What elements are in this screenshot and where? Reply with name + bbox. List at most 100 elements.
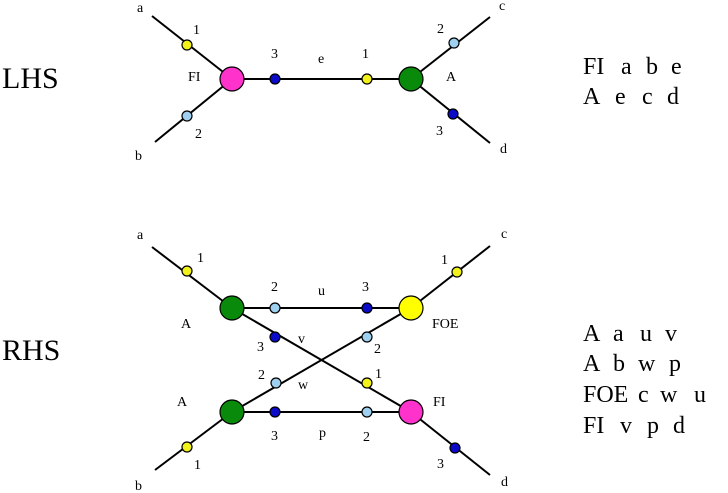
lhs-port-a-2	[448, 37, 460, 49]
term-token: b	[646, 54, 658, 80]
term-token: FI	[583, 54, 604, 80]
term-token: w	[660, 382, 678, 408]
term-token: d	[673, 413, 685, 439]
term-token: A	[583, 321, 601, 347]
lhs-vertex-fi	[219, 66, 245, 92]
rhs-leg-b	[154, 411, 233, 471]
term-token: FI	[583, 413, 604, 439]
rhs-port-label-foe-2: 2	[374, 342, 381, 357]
lhs-port-label-fi-1: 1	[193, 23, 200, 38]
rhs-term-row: A b w p	[583, 351, 681, 377]
term-token: a	[621, 54, 632, 80]
lhs-leg-c	[410, 16, 491, 80]
rhs-port-a2-3	[269, 406, 281, 418]
rhs-vertex-a2	[219, 399, 245, 425]
rhs-terms: A a u v A b w p FOE c w u FI v p d	[583, 321, 706, 439]
lhs-port-a-3	[447, 108, 459, 120]
rhs-port-label-foe-3: 3	[362, 280, 369, 295]
lhs-label-a: a	[137, 1, 144, 16]
rhs-vertex-label-fi: FI	[433, 395, 446, 410]
rhs-label-b: b	[135, 479, 142, 493]
term-token: b	[613, 351, 625, 377]
lhs-label-c: c	[499, 0, 505, 14]
rhs-port-label-a1-3: 3	[257, 340, 264, 355]
rhs-edge-label-v: v	[298, 332, 305, 347]
lhs-port-label-fi-2: 2	[195, 127, 202, 142]
rhs-leg-a	[151, 246, 233, 309]
rhs-port-label-foe-1: 1	[441, 253, 448, 268]
term-token: FOE	[583, 382, 628, 408]
rhs-port-label-a2-2: 2	[258, 368, 265, 383]
rhs-port-foe-2	[361, 331, 373, 343]
lhs-label-d: d	[500, 142, 507, 157]
rhs-term-row: A a u v	[583, 321, 677, 347]
rhs-port-label-a2-1: 1	[194, 458, 201, 473]
rhs-vertex-label-foe: FOE	[432, 317, 458, 332]
rhs-port-foe-3	[361, 302, 373, 314]
term-token: A	[583, 351, 601, 377]
term-token: c	[638, 382, 649, 408]
lhs-port-label-a-2: 2	[437, 22, 444, 37]
rhs-term-row: FI v p d	[583, 413, 685, 439]
rhs-port-a2-1	[181, 441, 193, 453]
term-token: v	[620, 413, 632, 439]
lhs-port-label-fi-3: 3	[271, 47, 278, 62]
lhs-section: LHS a b c d 1 2 3 1 2 3 e FI A FI	[2, 0, 682, 164]
term-token: A	[583, 84, 601, 110]
lhs-edge-label-e: e	[318, 52, 324, 67]
term-token: u	[640, 321, 652, 347]
lhs-port-fi-1	[181, 39, 193, 51]
rhs-port-label-a2-3: 3	[271, 429, 278, 444]
rhs-edge-label-w: w	[298, 378, 309, 393]
lhs-vertex-label-a: A	[446, 70, 457, 85]
lhs-term-row: FI a b e	[583, 54, 682, 80]
term-token: p	[669, 351, 681, 377]
lhs-term-row: A e c d	[583, 84, 679, 110]
rhs-vertex-label-a1: A	[181, 317, 192, 332]
rhs-edge-label-p: p	[319, 426, 326, 441]
term-token: a	[613, 321, 624, 347]
rhs-label-c: c	[501, 227, 507, 242]
rhs-leg-c	[410, 245, 491, 309]
lhs-leg-b	[154, 78, 233, 143]
lhs-terms: FI a b e A e c d	[583, 54, 682, 110]
term-token: u	[694, 382, 706, 408]
lhs-port-fi-3	[269, 73, 281, 85]
term-token: w	[638, 351, 656, 377]
rhs-vertex-a1	[219, 295, 245, 321]
rhs-port-label-fi-2: 2	[363, 430, 370, 445]
rhs-title: RHS	[2, 334, 60, 367]
rhs-port-a2-2	[270, 377, 282, 389]
term-token: v	[665, 321, 677, 347]
rhs-port-a1-2	[269, 302, 281, 314]
rhs-port-fi-2	[361, 406, 373, 418]
rhs-vertex-label-a2: A	[177, 395, 188, 410]
rhs-port-fi-1	[361, 377, 373, 389]
lhs-label-b: b	[135, 149, 142, 164]
term-token: e	[671, 54, 682, 80]
rhs-edge-w	[231, 307, 412, 413]
rhs-section: RHS a b c d 1 2 3	[2, 227, 706, 493]
rhs-port-a1-1	[181, 265, 193, 277]
rhs-edge-label-u: u	[318, 284, 325, 299]
rhs-port-label-fi-1: 1	[375, 367, 382, 382]
rhs-label-a: a	[137, 228, 144, 243]
rhs-port-foe-1	[451, 266, 463, 278]
term-token: c	[642, 84, 653, 110]
rhs-leg-d	[410, 411, 491, 476]
lhs-vertex-label-fi: FI	[188, 70, 201, 85]
lhs-port-a-1	[361, 73, 373, 85]
rhs-vertex-fi	[398, 399, 424, 425]
term-token: p	[647, 413, 659, 439]
lhs-vertex-a	[398, 66, 424, 92]
lhs-title: LHS	[2, 62, 59, 95]
term-token: d	[667, 84, 679, 110]
rhs-term-row: FOE c w u	[583, 382, 706, 408]
lhs-port-fi-2	[181, 110, 193, 122]
rhs-port-label-a1-1: 1	[197, 251, 204, 266]
rhs-port-label-a1-2: 2	[271, 280, 278, 295]
rhs-port-fi-3	[449, 442, 461, 454]
rhs-port-label-fi-3: 3	[437, 457, 444, 472]
term-token: e	[615, 84, 626, 110]
